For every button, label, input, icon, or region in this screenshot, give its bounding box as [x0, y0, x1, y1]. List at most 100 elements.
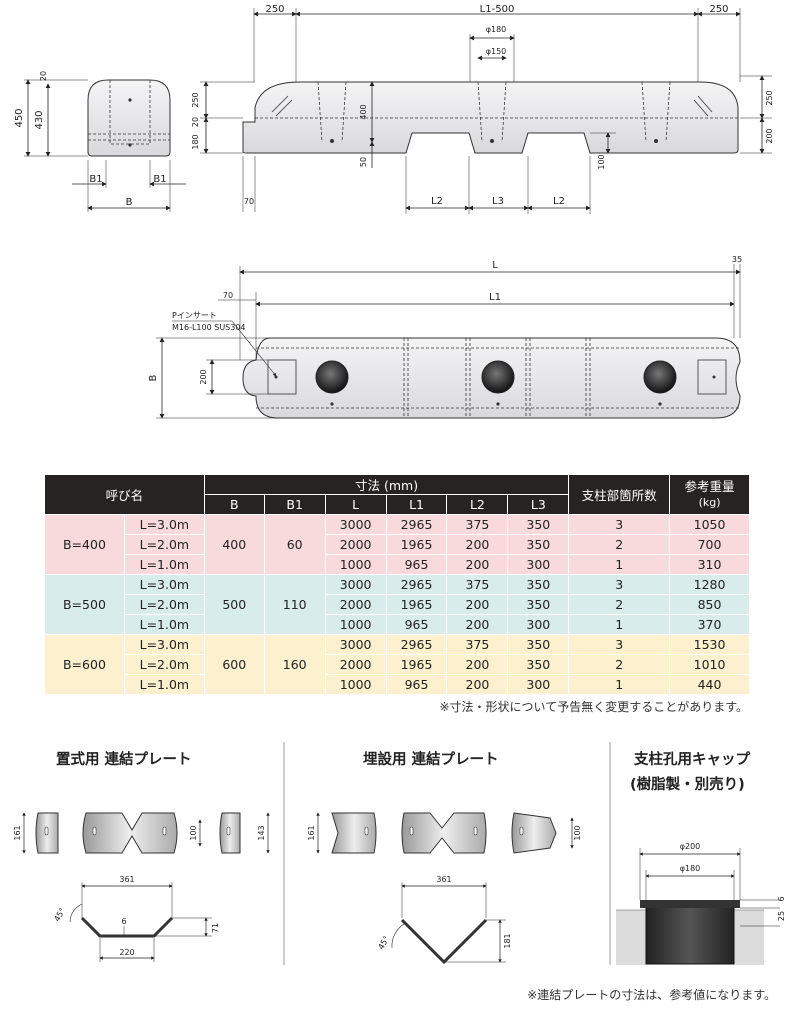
row-label-cell: L=1.0m	[123, 674, 205, 695]
table-note: ※寸法・形状について予告無く変更することがあります。	[439, 700, 749, 714]
insert-label-2: M16-L100 SUS304	[172, 323, 246, 332]
side-dim-20-l: 20	[191, 117, 200, 127]
weight-cell: 700	[669, 534, 750, 555]
l2-cell: 375	[446, 634, 509, 655]
cap-dim-25: 25	[777, 911, 786, 921]
l1-cell: 1965	[385, 534, 448, 555]
placed-dim-220: 220	[119, 948, 134, 957]
buried-dim-361: 361	[436, 875, 451, 884]
l-cell: 3000	[324, 574, 387, 595]
buried-dim-100: 100	[573, 825, 582, 840]
side-dim-250-l: 250	[191, 92, 200, 107]
group-name-cell: B=600	[44, 634, 125, 695]
header-dims: 寸法 (mm)	[203, 474, 570, 495]
l3-cell: 350	[507, 514, 570, 535]
plan-dim-200: 200	[199, 369, 208, 384]
l1-cell: 965	[385, 674, 448, 695]
l3-cell: 350	[507, 594, 570, 615]
subheader-l1: L1	[385, 494, 448, 515]
l1-cell: 2965	[385, 514, 448, 535]
cap-dim-phi180: φ180	[680, 864, 701, 873]
row-label-cell: L=3.0m	[123, 634, 205, 655]
end-view: 450 430 20 B1 B1 B	[14, 71, 186, 212]
posts-cell: 1	[568, 674, 671, 695]
post-hole	[315, 360, 349, 394]
l-cell: 1000	[324, 674, 387, 695]
cap-title: 支柱孔用キャップ	[634, 752, 750, 768]
placed-dim-6: 6	[121, 917, 126, 926]
side-dim-l3: L3	[492, 196, 504, 207]
b-cell: 400	[203, 514, 265, 575]
end-dim-20: 20	[39, 71, 48, 81]
subheader-b1: B1	[263, 494, 326, 515]
posts-cell: 1	[568, 554, 671, 575]
posts-cell: 3	[568, 574, 671, 595]
row-label-cell: L=2.0m	[123, 534, 205, 555]
plates-drawing: 161 100 143 361 45° 6 71 220 161 1	[13, 742, 786, 965]
weight-cell: 440	[669, 674, 750, 695]
b1-cell: 110	[263, 574, 326, 635]
l1-cell: 2965	[385, 634, 448, 655]
plan-dim-l1: L1	[489, 292, 501, 303]
weight-cell: 370	[669, 614, 750, 635]
l3-cell: 350	[507, 574, 570, 595]
header-name: 呼び名	[44, 474, 205, 515]
placed-plate-title: 置式用 連結プレート	[56, 752, 192, 768]
l-cell: 2000	[324, 594, 387, 615]
subheader-l2: L2	[446, 494, 509, 515]
group-name-cell: B=500	[44, 574, 125, 635]
plan-dim-35: 35	[732, 255, 742, 264]
side-dim-250-r: 250	[765, 90, 774, 105]
row-label-cell: L=3.0m	[123, 514, 205, 535]
b1-cell: 60	[263, 514, 326, 575]
l2-cell: 375	[446, 574, 509, 595]
l-cell: 1000	[324, 554, 387, 575]
placed-dim-143: 143	[257, 825, 266, 840]
l-cell: 3000	[324, 514, 387, 535]
l3-cell: 300	[507, 674, 570, 695]
weight-cell: 1530	[669, 634, 750, 655]
l3-cell: 350	[507, 654, 570, 675]
l-cell: 2000	[324, 534, 387, 555]
plan-view: L 35 70 L1 B 200 Pインサート M16-L100 SUS304	[148, 255, 742, 419]
weight-cell: 1280	[669, 574, 750, 595]
subheader-b: B	[203, 494, 265, 515]
buried-plate-title: 埋設用 連結プレート	[363, 752, 499, 768]
spec-table: 呼び名 寸法 (mm) 支柱部箇所数 参考重量 (kg) B B1 L L1 L…	[44, 474, 750, 695]
side-dim-l2-a: L2	[431, 196, 443, 207]
end-dim-b1-right: B1	[153, 174, 166, 185]
cap-subtitle: (樹脂製・別売り)	[630, 777, 745, 793]
side-dim-180-l: 180	[191, 134, 200, 149]
side-dim-200-r: 200	[765, 128, 774, 143]
l2-cell: 200	[446, 614, 509, 635]
l-cell: 2000	[324, 654, 387, 675]
side-dim-400: 400	[359, 104, 368, 119]
plates-note: ※連結プレートの寸法は、参考値になります。	[527, 988, 776, 1002]
side-view-body	[242, 81, 739, 154]
l3-cell: 350	[507, 534, 570, 555]
placed-plate: 161 100 143 361 45° 6 71 220	[13, 812, 270, 962]
side-dim-l2-b: L2	[553, 196, 565, 207]
row-label-cell: L=2.0m	[123, 654, 205, 675]
end-view-body	[87, 79, 171, 157]
l1-cell: 965	[385, 554, 448, 575]
b-cell: 500	[203, 574, 265, 635]
header-weight-1: 参考重量	[684, 479, 735, 494]
row-label-cell: L=2.0m	[123, 594, 205, 615]
buried-dim-45: 45°	[376, 934, 391, 951]
placed-dim-361: 361	[119, 875, 134, 884]
row-label-cell: L=1.0m	[123, 554, 205, 575]
l3-cell: 350	[507, 634, 570, 655]
technical-drawing: 450 430 20 B1 B1 B	[14, 4, 774, 419]
header-weight-2: (kg)	[698, 496, 721, 509]
l1-cell: 1965	[385, 594, 448, 615]
side-dim-phi180: φ180	[486, 25, 507, 34]
